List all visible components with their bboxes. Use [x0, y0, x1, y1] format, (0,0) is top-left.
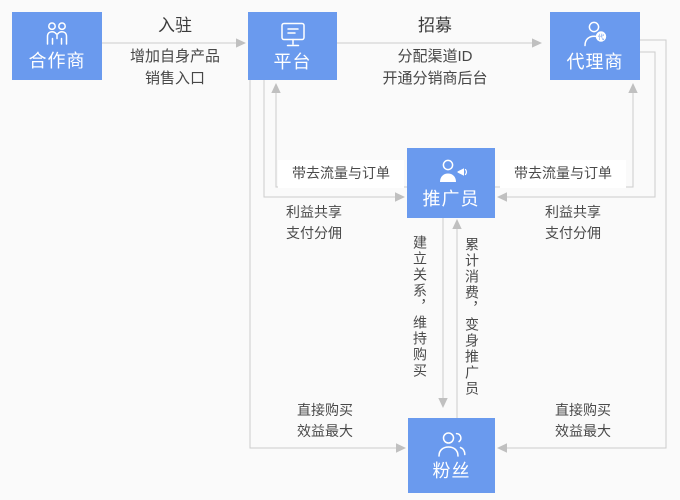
relation-down-label: 建立关系，维持购买: [412, 235, 428, 379]
megaphone-person-icon: [435, 158, 468, 185]
recruit-edge-title: 招募: [418, 16, 452, 35]
partners-icon: [41, 21, 73, 47]
settle-edge-desc-line1: 增加自身产品: [129, 48, 220, 65]
benefit-right-line1: 利益共享: [545, 204, 601, 220]
recruit-edge-desc-line1: 分配渠道ID: [397, 48, 473, 65]
agent-badge-glyph: 代: [598, 32, 605, 41]
people-icon: [435, 430, 468, 457]
settle-edge-desc-line2: 销售入口: [144, 70, 205, 87]
traffic-left-label: 带去流量与订单: [278, 160, 404, 188]
direct-right-line2: 效益最大: [555, 423, 611, 439]
traffic-right-arrowhead: [628, 83, 638, 93]
node-partner-label: 合作商: [28, 51, 86, 71]
direct-left-line: [249, 80, 396, 449]
benefit-right-label: 利益共享 支付分佣: [525, 202, 621, 244]
consume-up-label: 累计消费，变身推广员: [464, 237, 480, 397]
benefit-right-arrowhead: [497, 192, 507, 202]
direct-left-arrowhead: [396, 443, 406, 453]
node-fans-label: 粉丝: [432, 461, 471, 481]
direct-left-label: 直接购买 效益最大: [277, 400, 373, 442]
relation-down-arrowhead: [438, 398, 448, 408]
benefit-left-label: 利益共享 支付分佣: [266, 202, 362, 244]
node-agent-label: 代理商: [566, 52, 624, 72]
node-promoter: 推广员: [407, 148, 495, 218]
direct-right-line: [507, 39, 667, 449]
recruit-arrowhead: [532, 38, 542, 48]
settle-edge-title: 入驻: [158, 16, 192, 35]
benefit-left-line: [263, 80, 395, 198]
direct-right-arrowhead: [497, 443, 507, 453]
benefit-left-line2: 支付分佣: [286, 225, 342, 241]
node-agent: 代 代理商: [550, 12, 640, 80]
direct-left-line2: 效益最大: [297, 423, 353, 439]
recruit-edge-desc-line2: 开通分销商后台: [382, 70, 488, 87]
benefit-left-arrowhead: [395, 192, 405, 202]
benefit-right-line: [507, 51, 656, 198]
node-platform: 平台: [248, 12, 337, 80]
node-fans: 粉丝: [408, 418, 495, 493]
settle-edge-desc: 增加自身产品 销售入口: [92, 46, 258, 90]
benefit-right-line2: 支付分佣: [545, 225, 601, 241]
recruit-edge-desc: 分配渠道ID 开通分销商后台: [337, 46, 533, 90]
direct-right-label: 直接购买 效益最大: [535, 400, 631, 442]
node-platform-label: 平台: [273, 51, 312, 72]
benefit-left-line1: 利益共享: [286, 204, 342, 220]
direct-left-line1: 直接购买: [297, 402, 353, 418]
monitor-icon: [277, 21, 309, 48]
node-partner: 合作商: [12, 12, 102, 80]
traffic-right-label: 带去流量与订单: [500, 160, 626, 188]
traffic-left-arrowhead: [271, 83, 281, 93]
consume-up-arrowhead: [452, 219, 462, 229]
settle-arrowhead: [236, 38, 246, 48]
agent-person-icon: 代: [580, 20, 610, 48]
node-promoter-label: 推广员: [422, 188, 480, 209]
direct-right-line1: 直接购买: [555, 402, 611, 418]
